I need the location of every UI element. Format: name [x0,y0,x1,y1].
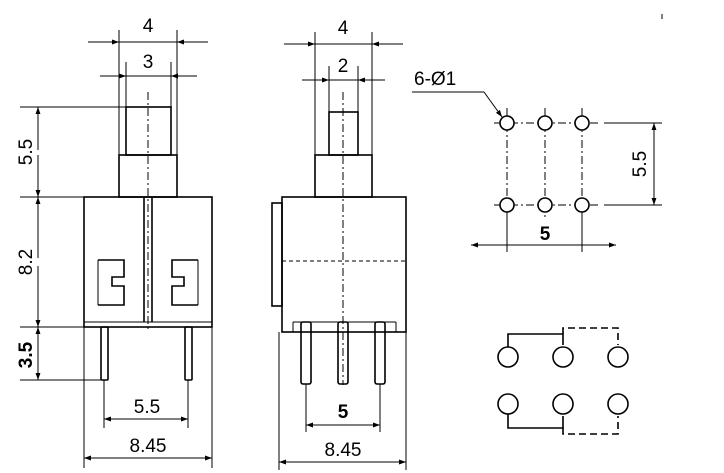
schematic-terminal [497,393,519,415]
front-total-width-label: 8.45 [130,436,167,457]
schematic-terminal [497,346,519,368]
front-pin-left [100,326,109,381]
schematic-terminal [607,393,629,415]
side-flange [271,202,283,307]
footprint-hole [574,115,590,131]
footprint-hole [574,197,590,213]
front-pin-right [184,326,193,381]
footprint-hole [499,197,515,213]
footprint-hole [499,115,515,131]
front-view: 4 3 5.5 8.2 3.5 5.5 [16,16,213,468]
schematic-terminal [607,346,629,368]
front-plunger-height-label: 5.5 [16,139,37,165]
side-plunger [328,111,359,156]
footprint-hole-spec-label: 6-Ø1 [414,69,456,90]
footprint-col-spacing-label: 5 [540,224,551,245]
front-pin-length-label: 3.5 [16,341,37,368]
footprint-hole [537,197,553,213]
side-pin-center [337,321,349,385]
front-left-slot [98,259,125,306]
footprint-hole [537,115,553,131]
side-view: 4 2 5 8.45 [271,18,407,470]
front-pin-spacing-label: 5.5 [134,397,160,418]
pcb-footprint: 6-Ø1 5.5 5 [412,69,662,252]
front-body-height-label: 8.2 [16,249,37,275]
side-pin-spacing-label: 5 [338,402,349,423]
side-top-width-label: 4 [338,18,349,39]
schematic-terminal [552,393,574,415]
front-right-slot [171,259,198,306]
footprint-row-spacing-label: 5.5 [630,151,651,177]
schematic-terminal [552,346,574,368]
side-total-width-label: 8.45 [325,440,362,461]
front-top-width-label: 4 [143,16,154,37]
circuit-schematic [497,327,629,435]
side-body [281,196,407,333]
front-plunger-width-label: 3 [143,52,154,73]
side-plunger-width-label: 2 [338,56,349,77]
